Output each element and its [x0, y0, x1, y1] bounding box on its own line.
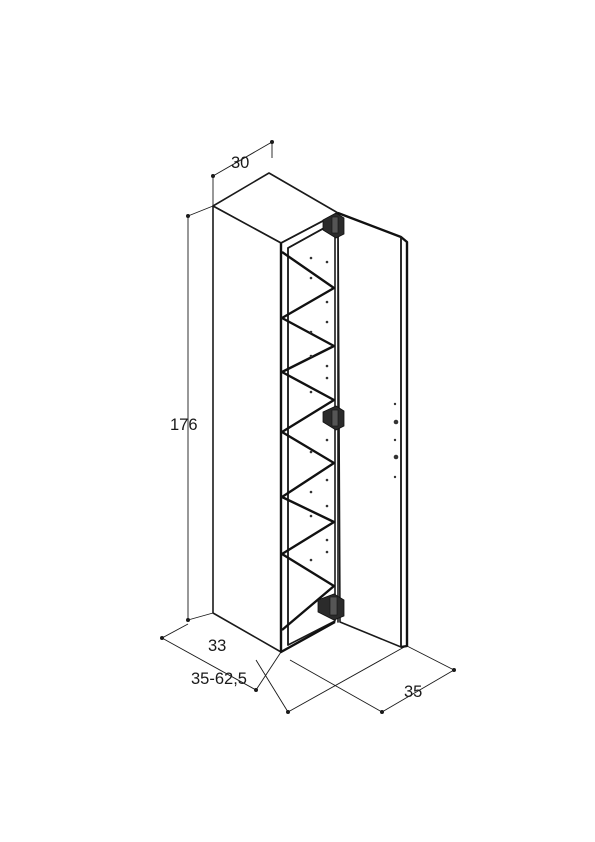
dim-label-depth-range: 35-62,5 — [191, 670, 247, 688]
dimension-lines — [160, 140, 456, 714]
door-hole — [393, 438, 397, 442]
door-hole — [393, 475, 397, 479]
cabinet-door — [337, 211, 409, 649]
shelf — [281, 552, 336, 631]
shelf — [281, 251, 336, 320]
hinge-bottom — [317, 593, 345, 621]
dim-label-depth: 33 — [208, 637, 226, 655]
shelf — [281, 430, 336, 499]
shelf — [281, 370, 336, 434]
dim-label-door-width: 35 — [404, 683, 422, 701]
shelves — [281, 251, 336, 631]
dim-label-height: 176 — [170, 416, 198, 434]
hinge-top — [322, 212, 345, 239]
shelf-pin-holes — [309, 256, 329, 562]
cabinet-side-panel — [212, 205, 282, 653]
cabinet-body — [212, 172, 339, 654]
dim-label-width: 30 — [231, 154, 249, 172]
door-hole — [393, 402, 397, 406]
hinge-middle — [322, 405, 345, 431]
door-panel — [337, 212, 402, 648]
shelf — [281, 316, 336, 374]
door-hole — [393, 454, 399, 460]
shelf — [281, 495, 336, 556]
door-hole — [393, 419, 399, 425]
